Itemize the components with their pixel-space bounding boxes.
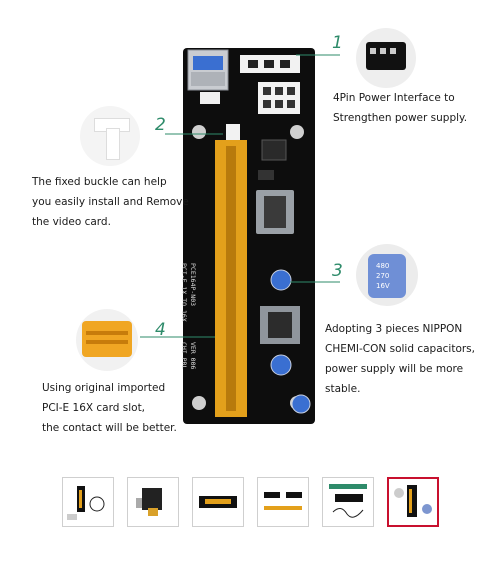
capacitor-text: 270 — [376, 272, 390, 280]
callout-text-1: 4Pin Power Interface to Strengthen power… — [333, 92, 468, 124]
thumbnail-strip — [62, 477, 442, 529]
thumbnail-2[interactable] — [127, 477, 179, 527]
buckle-zoom — [80, 106, 140, 166]
thumbnail-6[interactable] — [387, 477, 439, 527]
riser-board-illustration — [140, 48, 340, 424]
slot-zoom — [76, 309, 138, 371]
thumbnail-4[interactable] — [257, 477, 309, 527]
board-label: CHI PRL — [180, 342, 188, 370]
product-detail-image: PCI-E 1X TO 16X PCE164P-N03 CHI PRL VER … — [32, 28, 475, 434]
power-connector-zoom — [356, 28, 416, 88]
callout-text-2: The fixed buckle can help you easily ins… — [32, 176, 189, 228]
callout-text-3: Adopting 3 pieces NIPPON CHEMI-CON solid… — [325, 323, 475, 395]
board-label: VER 006 — [189, 342, 197, 370]
thumbnail-5[interactable] — [322, 477, 374, 527]
capacitor-text: 16V — [376, 282, 390, 290]
callout-text-4: Using original imported PCI-E 16X card s… — [42, 382, 177, 434]
callout-number-4: 4 — [155, 320, 166, 340]
capacitor-text: 480 — [376, 262, 390, 270]
board-label: PCE164P-N03 — [189, 263, 197, 307]
board-label: PCI-E 1X TO 16X — [180, 263, 188, 322]
thumbnail-3[interactable] — [192, 477, 244, 527]
callout-number-2: 2 — [155, 115, 166, 135]
callout-number-1: 1 — [332, 33, 343, 53]
capacitor-zoom: 480 270 16V — [356, 244, 418, 306]
thumbnail-1[interactable] — [62, 477, 114, 527]
callout-number-3: 3 — [332, 261, 343, 281]
